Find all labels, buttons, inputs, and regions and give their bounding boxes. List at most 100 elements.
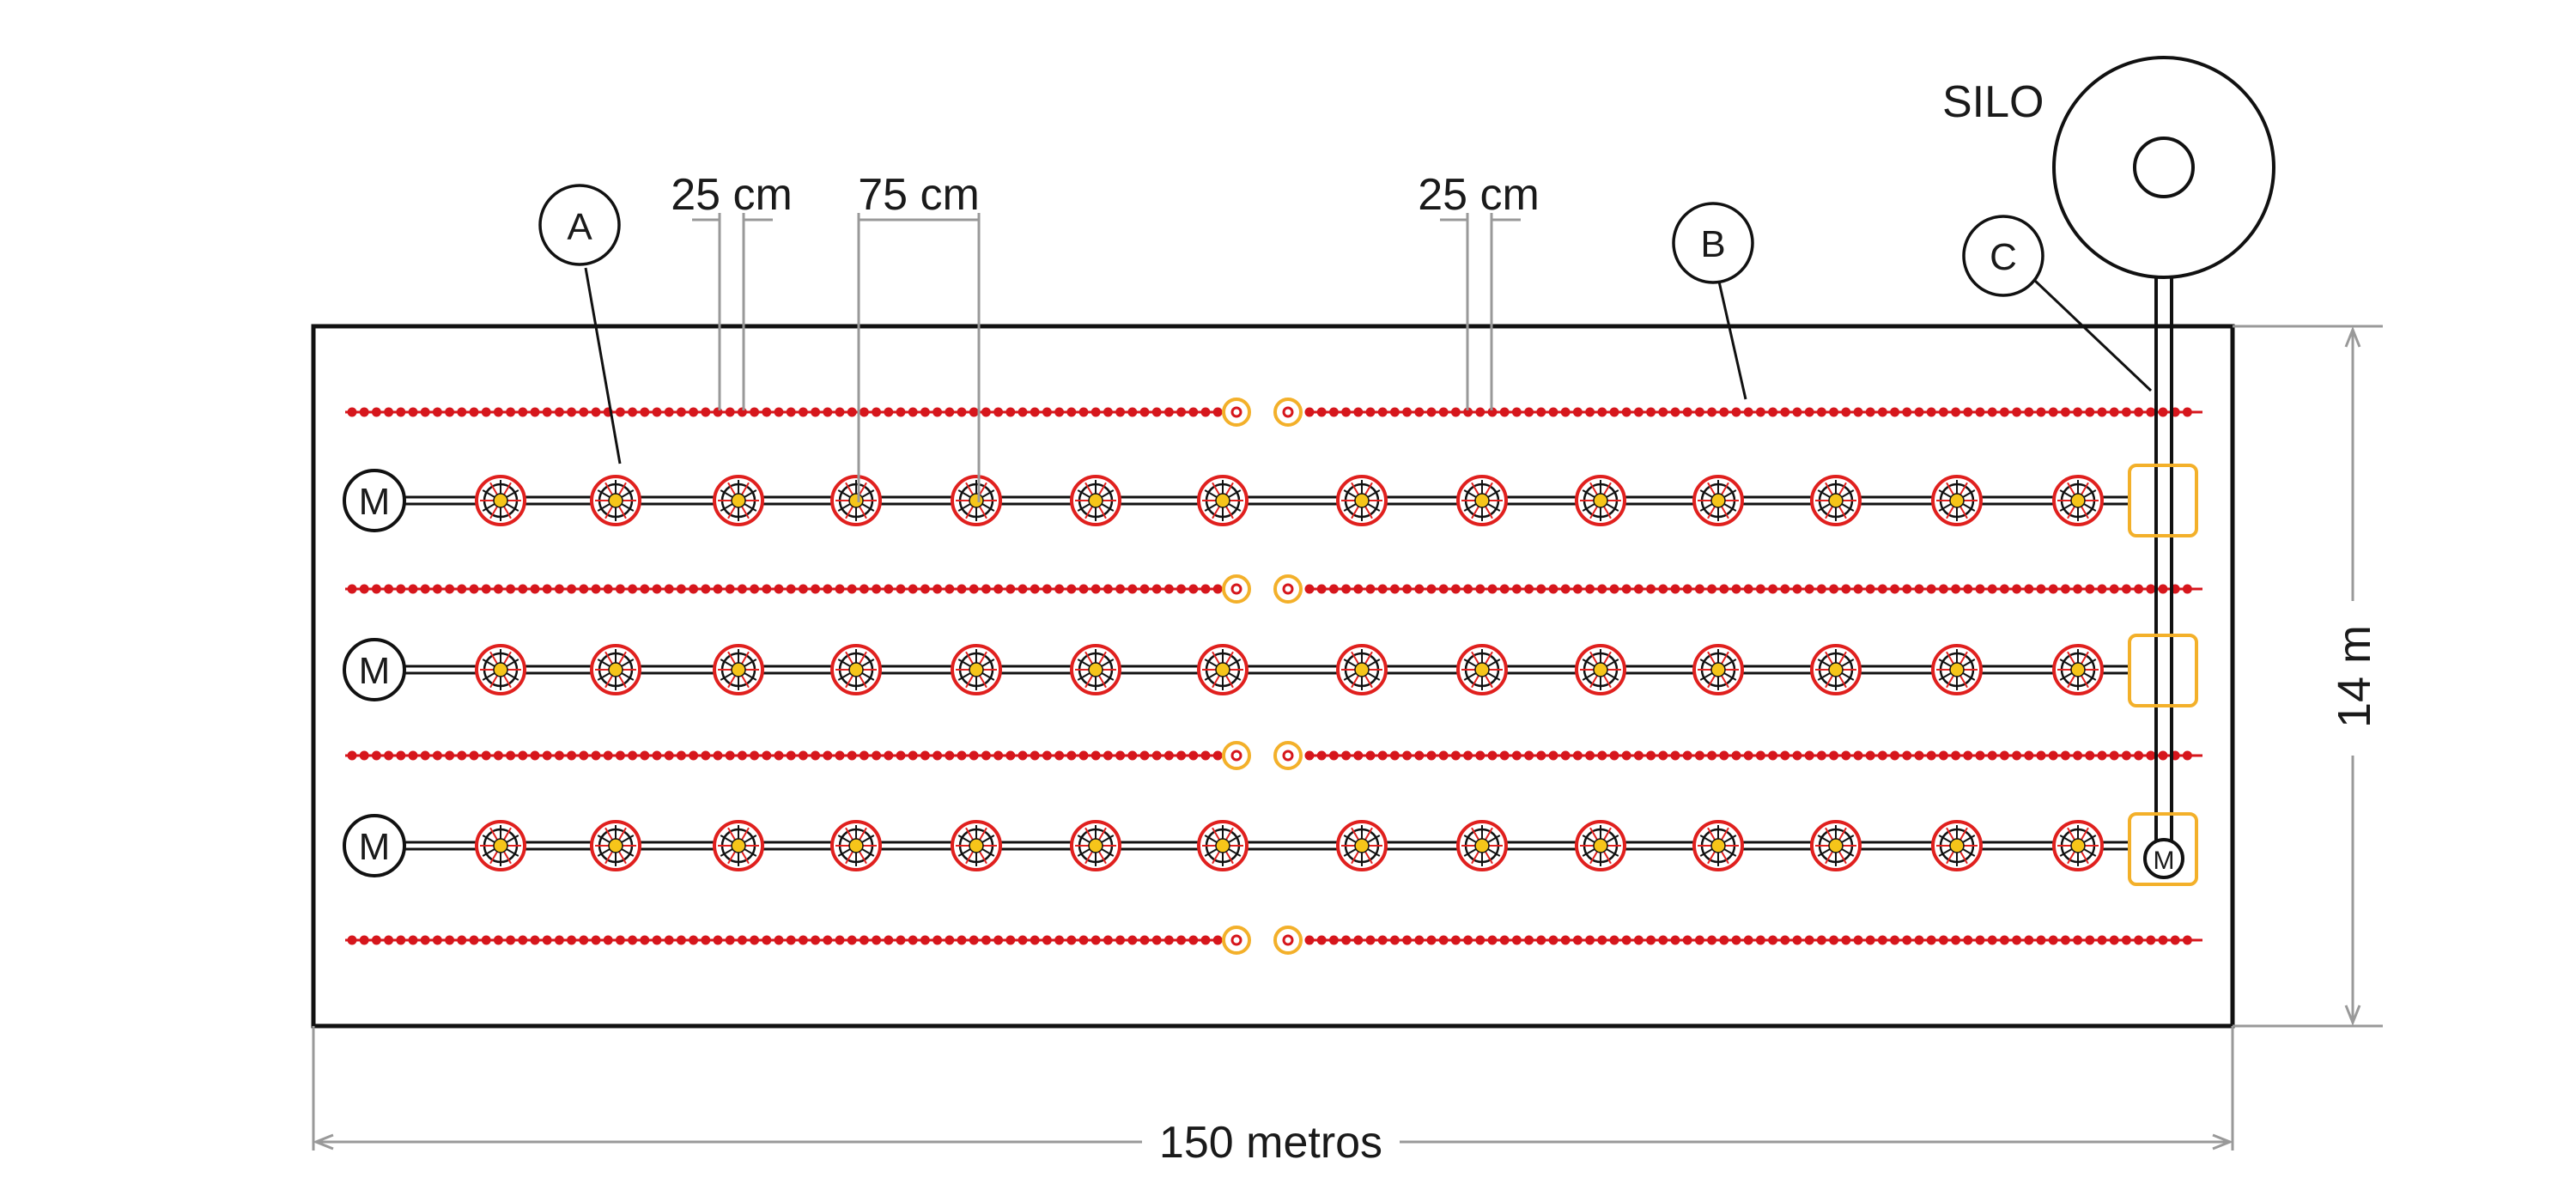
drinker-nipple bbox=[1926, 750, 1936, 761]
drinker-nipple bbox=[1042, 750, 1052, 761]
drinker-nipple bbox=[847, 750, 857, 761]
pressure-regulator-core bbox=[1230, 406, 1242, 418]
drinker-nipple bbox=[811, 750, 821, 761]
drinker-nipple bbox=[1841, 750, 1851, 761]
pressure-regulator bbox=[1273, 398, 1303, 427]
drinker-nipple bbox=[859, 935, 869, 945]
drinker-nipple bbox=[1670, 935, 1680, 945]
drinker-nipple bbox=[1365, 750, 1376, 761]
feeder-pan bbox=[713, 820, 764, 871]
drinker-nipple bbox=[933, 750, 943, 761]
drinker-nipple bbox=[1951, 584, 1961, 594]
drinker-nipple bbox=[1609, 407, 1619, 417]
drinker-nipple bbox=[1066, 584, 1077, 594]
drinker-nipple bbox=[798, 584, 808, 594]
drinker-nipple bbox=[823, 750, 833, 761]
drinker-nipple bbox=[2036, 935, 2046, 945]
drinker-nipple bbox=[725, 584, 735, 594]
drinker-nipple bbox=[579, 750, 589, 761]
drinker-nipple bbox=[359, 935, 369, 945]
drinker-nipple bbox=[847, 407, 857, 417]
callout-b: B bbox=[1672, 202, 1754, 400]
drinker-nipple bbox=[1054, 584, 1065, 594]
drinker-nipple bbox=[554, 750, 564, 761]
drinker-nipple bbox=[1877, 407, 1887, 417]
drinker-nipple bbox=[1402, 750, 1413, 761]
drinker-nipple bbox=[615, 935, 625, 945]
drinker-nipple bbox=[469, 750, 479, 761]
drinker-nipple bbox=[957, 407, 967, 417]
drinker-nipple bbox=[786, 935, 796, 945]
drinker-nipple bbox=[1499, 407, 1510, 417]
drinker-nipple bbox=[1609, 935, 1619, 945]
drinker-nipple bbox=[567, 750, 577, 761]
drinker-nipple bbox=[1463, 750, 1473, 761]
drinker-nipple bbox=[933, 935, 943, 945]
drinker-nipple bbox=[1792, 935, 1802, 945]
drinker-nipple bbox=[1018, 407, 1028, 417]
drinker-nipple bbox=[2073, 584, 2083, 594]
drinker-nipple bbox=[2182, 750, 2192, 761]
drinker-nipple bbox=[1499, 584, 1510, 594]
drinker-nipple bbox=[603, 750, 613, 761]
drinker-nipple bbox=[1127, 584, 1138, 594]
drinker-line-1 bbox=[345, 398, 2202, 427]
drinker-nipple bbox=[2048, 407, 2058, 417]
drinker-nipple bbox=[1536, 584, 1546, 594]
drinker-nipple bbox=[981, 750, 991, 761]
drinker-nipple bbox=[1731, 584, 1741, 594]
drinker-nipple bbox=[1091, 750, 1101, 761]
drinker-nipple bbox=[384, 584, 394, 594]
drinker-nipple bbox=[1163, 407, 1174, 417]
drinker-nipple bbox=[396, 750, 406, 761]
feeder-line-2: M bbox=[343, 638, 2129, 701]
drinker-nipple bbox=[1597, 407, 1607, 417]
drinker-nipple bbox=[1151, 407, 1162, 417]
drinker-nipple bbox=[493, 407, 503, 417]
drinker-nipple bbox=[1633, 935, 1643, 945]
drinker-nipple bbox=[1304, 935, 1315, 945]
drinker-nipple bbox=[689, 407, 699, 417]
drinker-nipple bbox=[2048, 750, 2058, 761]
drinker-nipple bbox=[1450, 584, 1461, 594]
drinker-nipple bbox=[530, 935, 540, 945]
drinker-nipple bbox=[1951, 935, 1961, 945]
drinker-nipple bbox=[1987, 750, 1997, 761]
drinker-nipple bbox=[384, 935, 394, 945]
drinker-nipple bbox=[725, 935, 735, 945]
drinker-nipple bbox=[1163, 935, 1174, 945]
drinker-nipple bbox=[2182, 407, 2192, 417]
drinker-nipple bbox=[1621, 407, 1631, 417]
drinker-nipple bbox=[359, 584, 369, 594]
feeder-pan bbox=[713, 475, 764, 526]
drinker-nipple bbox=[1938, 750, 1948, 761]
feeder-pan bbox=[475, 820, 526, 871]
drinker-nipple bbox=[1389, 407, 1400, 417]
drinker-nipple bbox=[957, 935, 967, 945]
drinker-nipple bbox=[1707, 584, 1717, 594]
drinker-nipple bbox=[896, 935, 906, 945]
pressure-regulator bbox=[1273, 574, 1303, 604]
drinker-nipple bbox=[1694, 750, 1704, 761]
drinker-nipple bbox=[1926, 407, 1936, 417]
drinker-nipple bbox=[1328, 935, 1339, 945]
drinker-nipple bbox=[2060, 584, 2070, 594]
drinker-nipple bbox=[2048, 584, 2058, 594]
drinker-nipple bbox=[859, 584, 869, 594]
feeder-pan bbox=[1336, 644, 1388, 695]
drinker-nipple bbox=[567, 935, 577, 945]
drinker-nipple bbox=[762, 407, 772, 417]
drinker-nipple bbox=[1999, 407, 2009, 417]
pressure-regulator bbox=[1222, 926, 1251, 955]
feeder-pan bbox=[2052, 475, 2104, 526]
drinker-nipple bbox=[1792, 407, 1802, 417]
drinker-nipple bbox=[2158, 584, 2168, 594]
drinker-nipple bbox=[1127, 935, 1138, 945]
drinker-nipple bbox=[579, 935, 589, 945]
drinker-nipple bbox=[1438, 584, 1449, 594]
drinker-nipple bbox=[628, 584, 638, 594]
drinker-nipple bbox=[1402, 584, 1413, 594]
drinker-nipple bbox=[2073, 407, 2083, 417]
callout-c-label: C bbox=[1990, 236, 2017, 278]
drinker-nipple bbox=[1572, 935, 1583, 945]
